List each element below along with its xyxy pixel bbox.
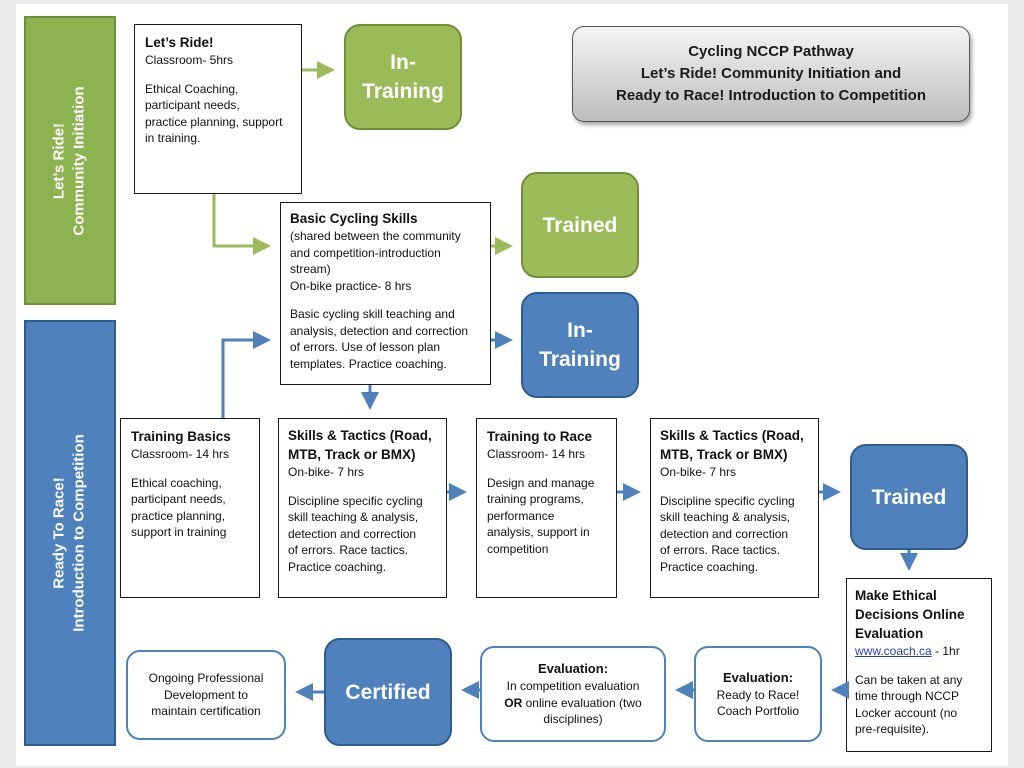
basic-cycling-skills-box: Basic Cycling Skills (shared between the…	[280, 202, 491, 385]
in-training-stage-blue: In- Training	[521, 292, 639, 398]
title-box: Cycling NCCP Pathway Let’s Ride! Communi…	[572, 26, 970, 122]
skills-tactics-box-1: Skills & Tactics (Road, MTB, Track or BM…	[278, 418, 447, 598]
trained-stage-green: Trained	[521, 172, 639, 278]
lets-ride-band: Let’s Ride! Community Initiation	[24, 16, 116, 305]
arrow-letsride-to-basic	[212, 194, 271, 255]
connector-arrows	[212, 61, 918, 701]
training-to-race-box: Training to Race Classroom- 14 hrs Desig…	[476, 418, 617, 598]
diagram-canvas: Let’s Ride! Community Initiation Ready T…	[16, 4, 1008, 766]
skills-tactics-box-2: Skills & Tactics (Road, MTB, Track or BM…	[650, 418, 819, 598]
ongoing-development-box: Ongoing Professional Development to main…	[126, 650, 286, 740]
coach-ca-link[interactable]: www.coach.ca	[855, 644, 932, 658]
certified-stage: Certified	[324, 638, 452, 746]
evaluation-portfolio-box: Evaluation: Ready to Race! Coach Portfol…	[694, 646, 822, 742]
ethical-decisions-box: Make Ethical Decisions Online Evaluation…	[846, 578, 992, 752]
evaluation-competition-box: Evaluation: In competition evaluation OR…	[480, 646, 666, 742]
lets-ride-course-box: Let’s Ride! Classroom- 5hrs Ethical Coac…	[134, 24, 302, 194]
ready-to-race-band: Ready To Race! Introduction to Competiti…	[24, 320, 116, 746]
trained-stage-blue: Trained	[850, 444, 968, 550]
in-training-stage-green: In- Training	[344, 24, 462, 130]
arrow-basics-to-basic	[221, 331, 271, 418]
training-basics-box: Training Basics Classroom- 14 hrs Ethica…	[120, 418, 260, 598]
